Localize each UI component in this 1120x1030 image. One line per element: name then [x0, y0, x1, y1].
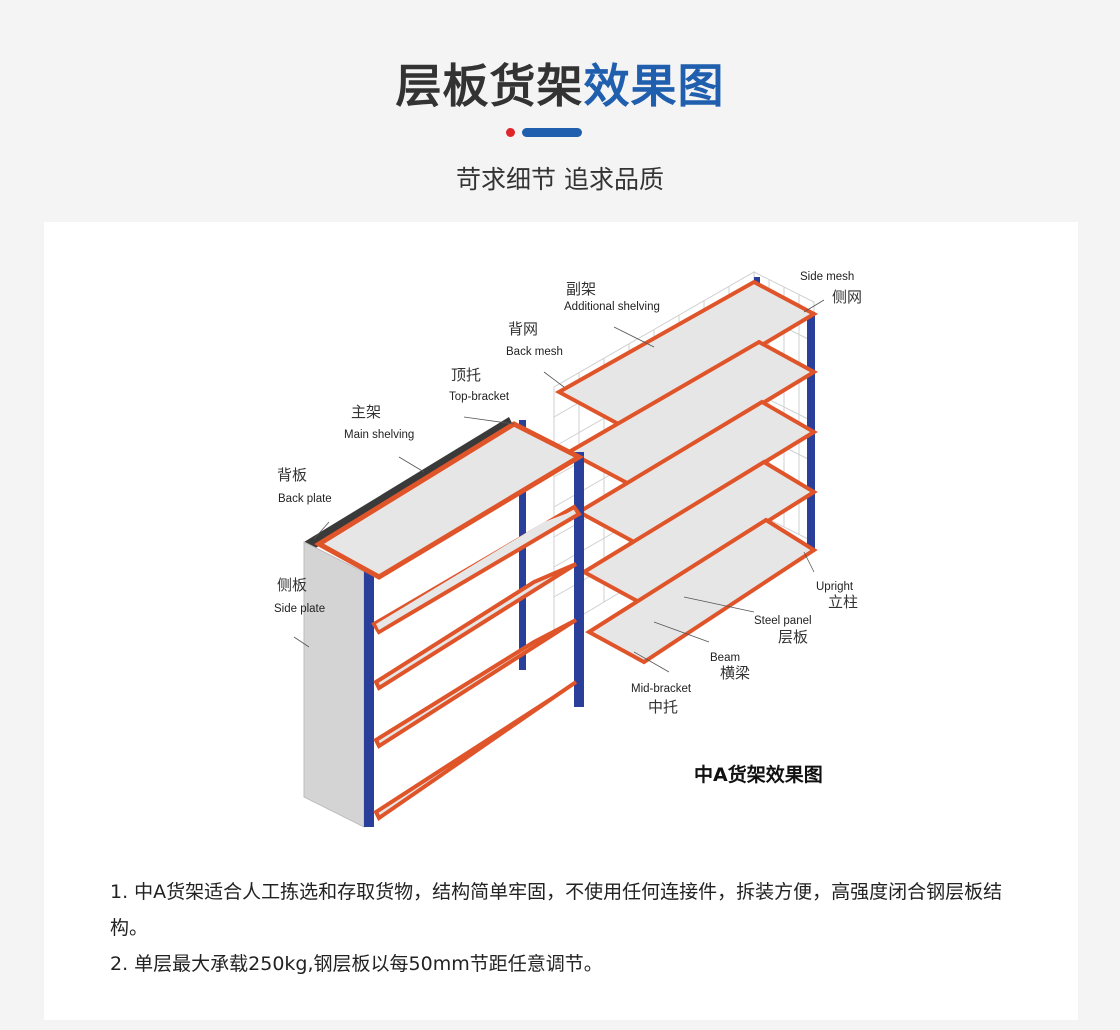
page-subtitle: 苛求细节 追求品质	[456, 165, 664, 194]
title-dark-part: 层板货架	[395, 59, 584, 113]
label-mid-bracket-cn: 中托	[648, 698, 678, 716]
label-side-mesh-cn: 侧网	[832, 288, 862, 306]
label-upright-cn: 立柱	[828, 593, 858, 611]
label-back-plate-en: Back plate	[278, 493, 332, 505]
description-line-1: 1. 中A货架适合人工拣选和存取货物，结构简单牢固，不使用任何连接件，拆装方便，…	[110, 881, 1003, 939]
additional-shelves	[554, 279, 819, 665]
side-plate	[303, 541, 365, 828]
diagram-labels: 副架 Additional shelving 背网 Back mesh 顶托 T…	[274, 271, 862, 716]
main-shelving	[303, 417, 585, 828]
label-additional-shelving-cn: 副架	[566, 280, 596, 298]
shelving-diagram: 副架 Additional shelving 背网 Back mesh 顶托 T…	[274, 271, 862, 828]
page-title: 层板货架效果图	[0, 50, 1120, 116]
description: 1. 中A货架适合人工拣选和存取货物，结构简单牢固，不使用任何连接件，拆装方便，…	[110, 874, 1030, 982]
label-back-mesh-cn: 背网	[508, 320, 538, 338]
label-back-plate-cn: 背板	[277, 466, 307, 484]
diagram-caption: 中A货架效果图	[694, 764, 823, 786]
upright-front-left	[364, 567, 374, 827]
main-shelves	[314, 421, 585, 821]
label-side-plate-en: Side plate	[274, 603, 325, 615]
content-card: 副架 Additional shelving 背网 Back mesh 顶托 T…	[44, 222, 1078, 1020]
label-main-shelving-cn: 主架	[351, 403, 381, 421]
label-top-bracket-cn: 顶托	[451, 366, 481, 384]
label-side-plate-cn: 侧板	[277, 576, 307, 594]
label-steel-panel-en: Steel panel	[754, 615, 812, 627]
label-beam-cn: 横梁	[720, 664, 750, 682]
label-main-shelving-en: Main shelving	[344, 429, 414, 441]
blue-bar-decoration	[522, 128, 582, 137]
upright-front-right	[574, 452, 584, 707]
label-additional-shelving-en: Additional shelving	[564, 301, 660, 313]
leader-lines	[293, 299, 825, 673]
label-beam-en: Beam	[710, 652, 740, 664]
label-steel-panel-cn: 层板	[778, 628, 808, 646]
label-side-mesh-en: Side mesh	[800, 271, 854, 283]
title-blue-part: 效果图	[583, 59, 725, 113]
label-upright-en: Upright	[816, 581, 854, 593]
additional-shelving	[553, 271, 819, 665]
label-top-bracket-en: Top-bracket	[449, 391, 510, 403]
header: 层板货架效果图 苛求细节 追求品质	[0, 0, 1120, 222]
label-back-mesh-en: Back mesh	[506, 346, 563, 358]
red-dot-decoration	[506, 128, 515, 137]
description-line-2: 2. 单层最大承载250kg,钢层板以每50mm节距任意调节。	[110, 953, 603, 975]
label-mid-bracket-en: Mid-bracket	[631, 683, 692, 695]
